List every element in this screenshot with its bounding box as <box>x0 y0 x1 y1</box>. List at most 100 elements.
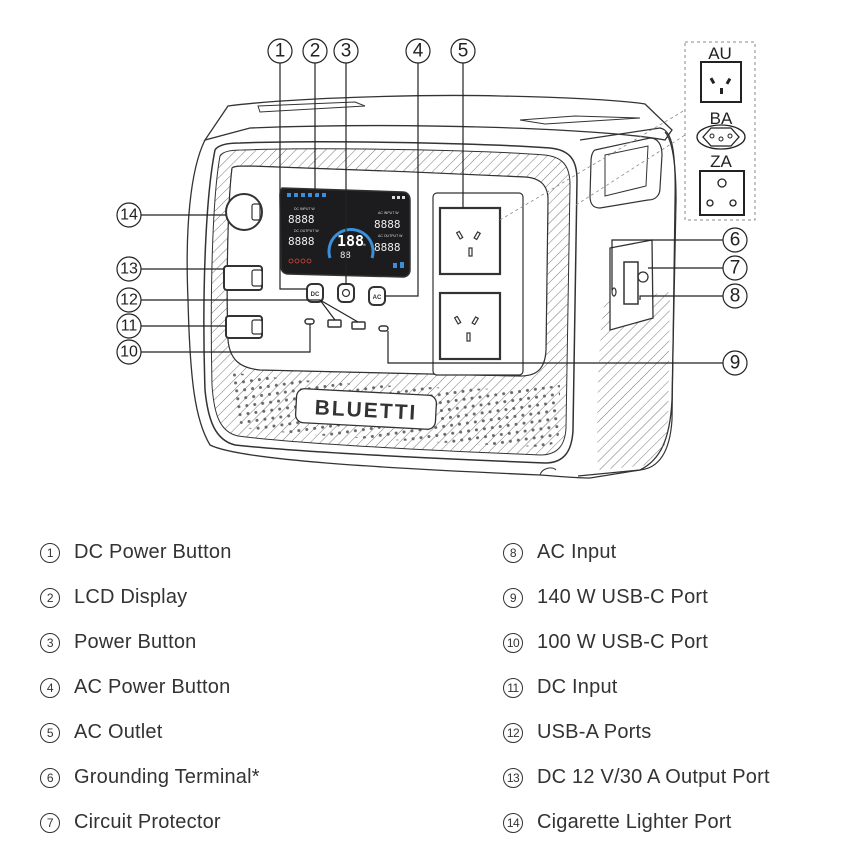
lcd-dc-input-value: 8888 <box>288 213 315 226</box>
legend-number: 11 <box>503 677 523 698</box>
lcd-warning-icons <box>288 258 312 264</box>
power-button[interactable] <box>337 283 355 303</box>
callout-markers: 1 2 3 4 5 6 7 8 9 10 11 12 13 14 <box>116 38 748 376</box>
legend-number: 13 <box>503 767 523 788</box>
cigarette-lighter-port[interactable] <box>225 193 263 231</box>
legend-label: DC Input <box>537 676 618 698</box>
legend-number: 9 <box>503 587 523 608</box>
circuit-protector[interactable] <box>623 261 639 305</box>
legend-item: 9 140 W USB-C Port <box>503 575 770 620</box>
legend-label: AC Power Button <box>74 676 231 698</box>
lcd-ac-input-value: 8888 <box>374 218 401 231</box>
callout-3: 3 <box>333 38 359 64</box>
svg-text:10: 10 <box>120 344 138 361</box>
svg-text:4: 4 <box>413 41 424 62</box>
legend-item: 4 AC Power Button <box>40 665 260 710</box>
legend-number: 4 <box>40 677 60 698</box>
lcd-ac-output-value: 8888 <box>374 241 401 254</box>
lcd-ac-output-label: AC OUTPUT W <box>378 234 403 238</box>
legend-item: 14 Cigarette Lighter Port <box>503 800 770 845</box>
legend-label: Grounding Terminal* <box>74 766 260 788</box>
svg-text:6: 6 <box>730 230 741 251</box>
callout-1: 1 <box>267 38 293 64</box>
legend-label: Cigarette Lighter Port <box>537 811 732 833</box>
lcd-dc-output-label: DC OUTPUT W <box>294 229 319 233</box>
lcd-battery-percent: 188 <box>337 232 364 250</box>
svg-text:9: 9 <box>730 353 741 374</box>
lcd-percent-sign: % <box>362 242 366 247</box>
callout-9: 9 <box>722 350 748 376</box>
callout-11: 11 <box>116 313 142 339</box>
legend-item: 6 Grounding Terminal* <box>40 755 260 800</box>
callout-2: 2 <box>302 38 328 64</box>
ac-outlet-1[interactable] <box>438 206 502 276</box>
lcd-status-icons <box>287 193 405 199</box>
callout-7: 7 <box>722 255 748 281</box>
legend-label: AC Input <box>537 541 617 563</box>
ac-input-port[interactable] <box>637 271 649 283</box>
legend-number: 6 <box>40 767 60 788</box>
legend-label: 140 W USB-C Port <box>537 586 709 608</box>
plug-label-au: AU <box>708 44 732 63</box>
lcd-dc-output-value: 8888 <box>288 235 315 248</box>
brand-logo-plate: BLUETTI <box>294 388 438 430</box>
battery-gauge-arc <box>327 227 375 259</box>
svg-text:14: 14 <box>120 207 138 224</box>
legend-number: 10 <box>503 632 523 653</box>
lcd-display: DC INPUT W 8888 DC OUTPUT W 8888 188 % 8… <box>279 187 411 278</box>
callout-10: 10 <box>116 339 142 365</box>
control-buttons: DC AC <box>306 283 386 306</box>
legend-number: 7 <box>40 812 60 833</box>
legend-item: 13 DC 12 V/30 A Output Port <box>503 755 770 800</box>
svg-text:7: 7 <box>730 258 741 279</box>
svg-text:5: 5 <box>458 41 469 62</box>
usb-c-100w-port[interactable] <box>304 318 315 325</box>
ac-outlet-2[interactable] <box>438 291 502 361</box>
lcd-ac-input-label: AC INPUT W <box>378 211 399 215</box>
plug-label-ba: BA <box>710 109 733 128</box>
legend-column-right: 8 AC Input 9 140 W USB-C Port 10 100 W USB-… <box>503 530 770 845</box>
callout-14: 14 <box>116 202 142 228</box>
za-socket-icon <box>699 170 745 216</box>
left-ports <box>223 193 263 339</box>
legend-label: 100 W USB-C Port <box>537 631 709 653</box>
legend-label: DC Power Button <box>74 541 232 563</box>
callout-12: 12 <box>116 287 142 313</box>
usb-a-port-1[interactable] <box>327 319 342 328</box>
legend-label: DC 12 V/30 A Output Port <box>537 766 770 788</box>
legend-label: USB-A Ports <box>537 721 652 743</box>
svg-text:8: 8 <box>730 286 741 307</box>
legend-label: Power Button <box>74 631 197 653</box>
svg-text:12: 12 <box>120 292 138 309</box>
callout-leaders <box>141 63 723 364</box>
plug-label-za: ZA <box>710 152 732 171</box>
legend-item: 10 100 W USB-C Port <box>503 620 770 665</box>
legend-label: AC Outlet <box>74 721 163 743</box>
svg-text:1: 1 <box>275 41 286 62</box>
callout-4: 4 <box>405 38 431 64</box>
legend-number: 8 <box>503 542 523 563</box>
dc-power-button[interactable] <box>306 283 324 303</box>
legend-item: 11 DC Input <box>503 665 770 710</box>
usb-c-140w-port[interactable] <box>378 325 389 332</box>
product-diagram: DC INPUT W 8888 DC OUTPUT W 8888 188 % 8… <box>116 38 756 479</box>
ac-outlets <box>432 192 524 376</box>
legend-number: 5 <box>40 722 60 743</box>
plug-types-inset: AU BA ZA <box>499 41 756 221</box>
svg-text:13: 13 <box>120 261 138 278</box>
lcd-lock-icons <box>393 262 404 268</box>
ac-input-panel <box>609 239 654 331</box>
legend-item: 5 AC Outlet <box>40 710 260 755</box>
legend-number: 3 <box>40 632 60 653</box>
legend-number: 2 <box>40 587 60 608</box>
ac-power-button-label: AC <box>373 295 382 301</box>
usb-a-port-2[interactable] <box>351 321 366 330</box>
callout-6: 6 <box>722 227 748 253</box>
svg-text:11: 11 <box>121 318 138 335</box>
legend-number: 14 <box>503 812 523 833</box>
grounding-terminal[interactable] <box>611 287 617 297</box>
legend-label: LCD Display <box>74 586 188 608</box>
